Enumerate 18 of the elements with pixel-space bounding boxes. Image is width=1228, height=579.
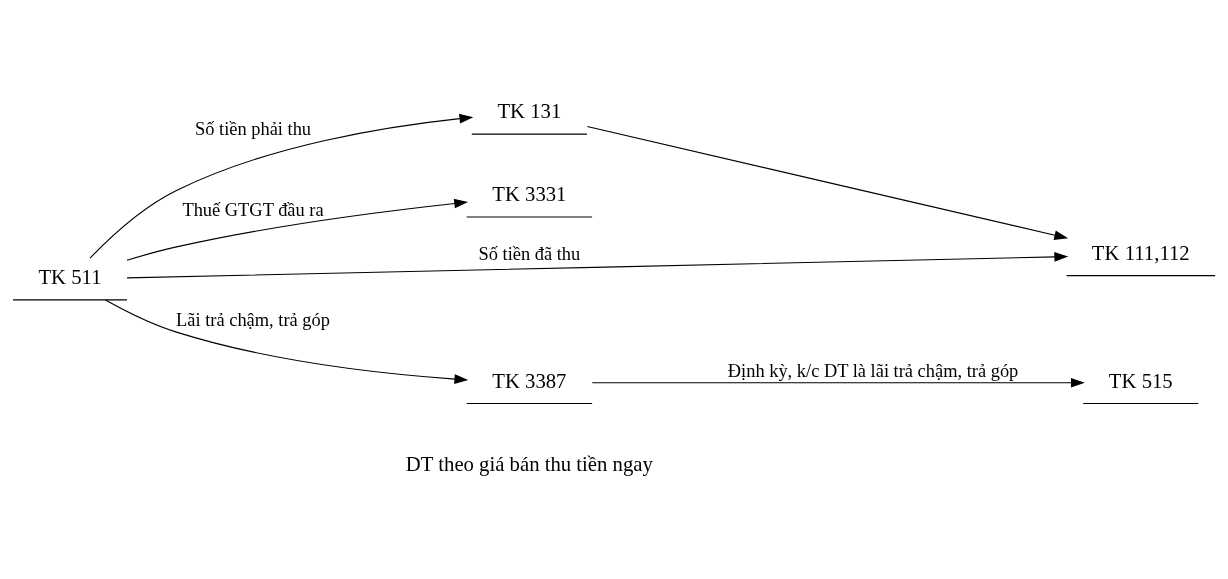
arrow xyxy=(104,299,469,384)
edge-label: Số tiền phải thu xyxy=(195,118,312,139)
arrow xyxy=(126,198,469,261)
edge-label: Thuế GTGT đầu ra xyxy=(182,199,324,220)
edge-label: Số tiền đã thu xyxy=(478,244,581,265)
edge-label: Lãi trả chậm, trả góp xyxy=(176,310,330,331)
arrow xyxy=(89,113,474,259)
node-text: TK 511 xyxy=(38,266,102,289)
edge-label: Định kỳ, k/c DT là lãi trả chậm, trả góp xyxy=(727,360,1019,381)
node-text: TK 3387 xyxy=(492,369,567,392)
arrow xyxy=(126,252,1069,279)
node-text: TK 515 xyxy=(1108,369,1173,392)
node-text: TK 131 xyxy=(497,100,562,123)
node-text: TK 3331 xyxy=(492,183,567,206)
arrow xyxy=(586,125,1069,240)
node-text: TK 111,112 xyxy=(1091,242,1190,265)
label: DT theo giá bán thu tiền ngay xyxy=(405,452,653,475)
arrow xyxy=(591,377,1085,388)
